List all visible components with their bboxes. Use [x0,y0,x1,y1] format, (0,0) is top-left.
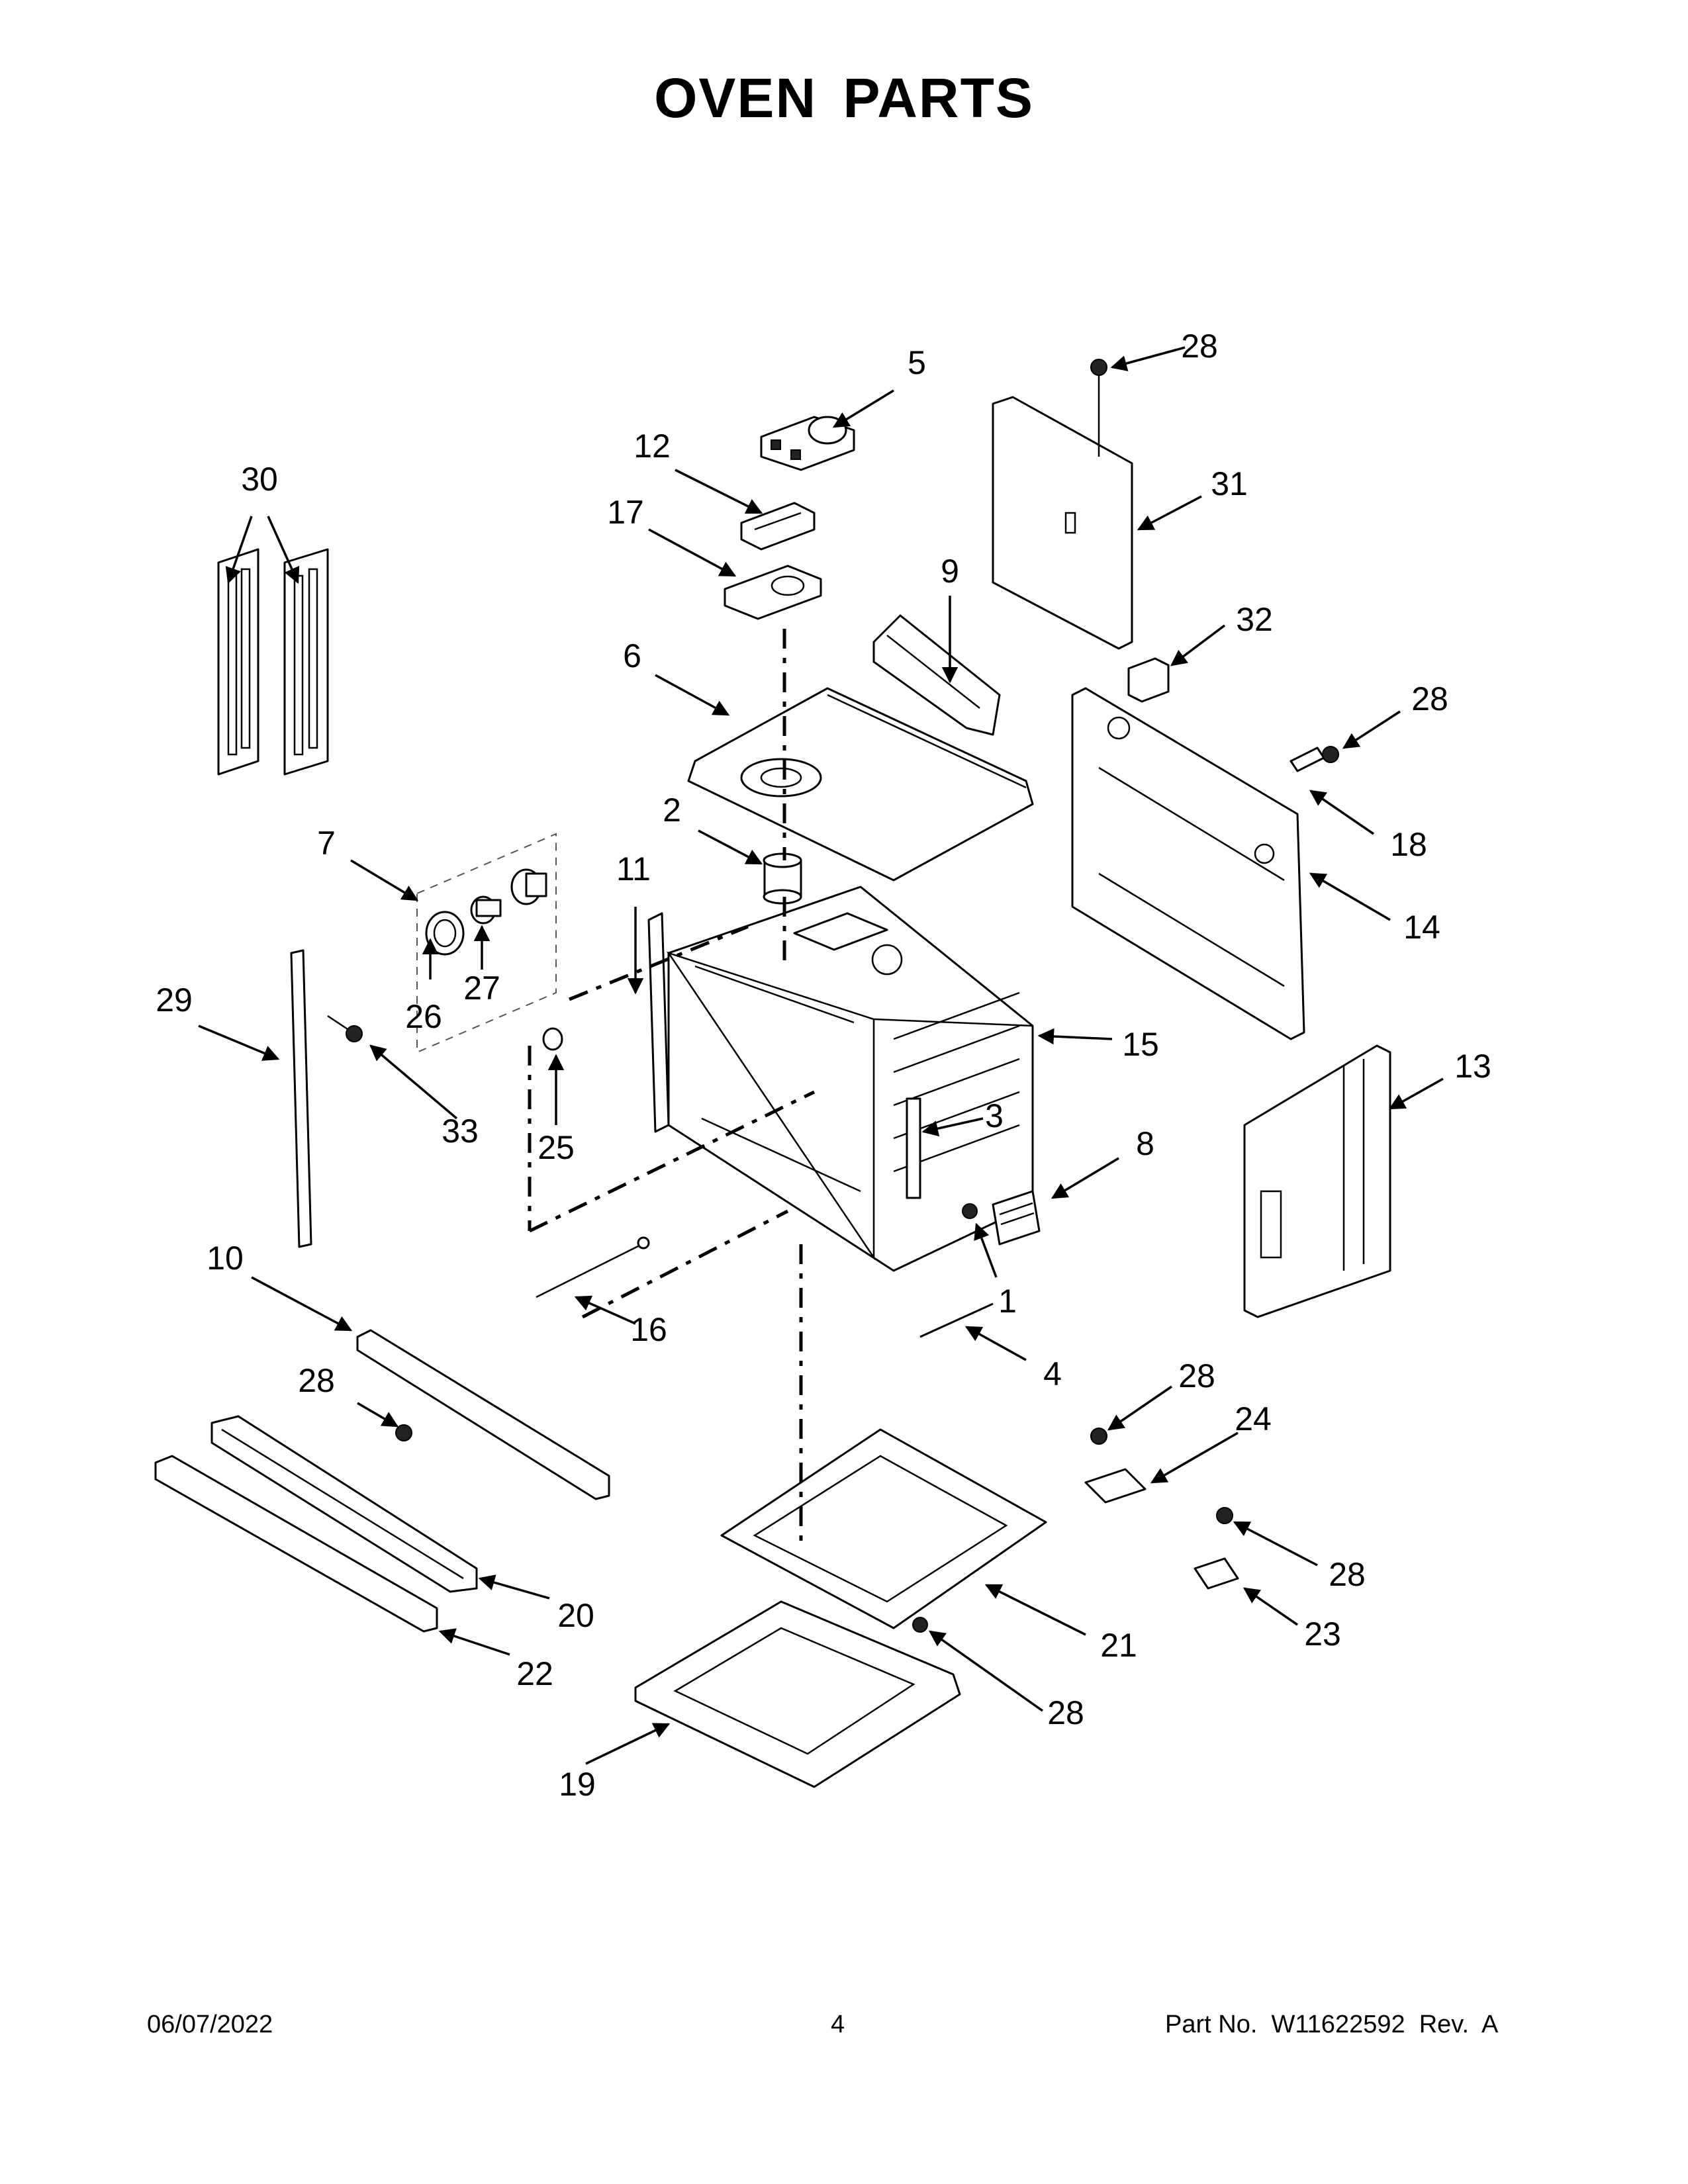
callout-29: 29 [156,981,193,1019]
part-20-rail [211,1415,478,1593]
footer-page-number: 4 [831,2011,845,2038]
callout-10: 10 [207,1240,244,1277]
part-28-screw-bottom [912,1617,928,1633]
callout-11: 11 [616,850,651,887]
assembly-lines [528,629,816,1542]
callout-14: 14 [1403,909,1440,946]
part-14-back-panel [1071,687,1305,1040]
part-23-bracket [1194,1557,1239,1590]
part-28-screw-top [1090,359,1107,457]
part-30-side-shields [217,548,329,776]
callout-7: 7 [317,825,336,862]
footer-part-number: Part No. W11622592 Rev. A [1165,2011,1499,2038]
part-4-rod [919,1302,994,1338]
part-16-sensor [536,1236,650,1298]
part-28-screw-left [395,1424,412,1441]
callout-24: 24 [1235,1400,1272,1437]
callout-13: 13 [1454,1048,1491,1085]
part-2-fan-motor [763,852,802,905]
callout-1: 1 [998,1283,1017,1320]
part-12-cover [740,502,816,551]
callout-22: 22 [516,1655,553,1692]
part-8-vent [992,1190,1041,1246]
part-28-screws-brackets [1090,1428,1233,1524]
callout-16: 16 [630,1311,667,1348]
callout-32: 32 [1236,601,1273,638]
callout-17: 17 [607,494,644,531]
part-6-top-panel [687,687,1034,882]
part-13-side-panel [1243,1044,1391,1318]
callout-31: 31 [1211,465,1248,502]
part-18-clip [1289,747,1325,772]
callout-30: 30 [241,461,278,498]
part-21-bottom-tray [720,1428,1047,1629]
callout-6: 6 [623,637,641,674]
part-28-screw-right [1322,746,1339,763]
callout-28-left: 28 [298,1362,335,1399]
part-31-rear-panel [992,396,1133,650]
part-29-trim-strip [290,949,312,1248]
part-10-bracket [356,1329,610,1500]
callout-20: 20 [557,1597,594,1634]
part-9-duct [872,614,1001,736]
oven-cavity [647,886,1034,1272]
callout-28-right: 28 [1411,680,1448,717]
callout-12: 12 [633,428,671,465]
callout-9: 9 [941,553,959,590]
callout-27: 27 [463,970,500,1007]
leader-arrows [198,346,1444,1765]
callout-15: 15 [1122,1026,1159,1063]
callout-21: 21 [1100,1627,1137,1664]
part-19-bottom-panel [634,1600,961,1788]
part-25-lamp-socket [542,1027,563,1051]
part-24-bracket [1084,1468,1147,1504]
callout-labels: 5 12 17 9 6 2 7 11 30 29 26 27 33 25 15 … [156,328,1491,1803]
callout-28-bottom: 28 [1047,1694,1084,1731]
part-5-component [760,416,855,471]
callout-25: 25 [538,1129,575,1166]
callout-28-bracket-23: 28 [1329,1556,1366,1593]
callout-28-top: 28 [1181,328,1218,365]
callout-26: 26 [405,998,442,1035]
part-33-screw [327,1015,363,1042]
callout-4: 4 [1043,1355,1062,1392]
callout-2: 2 [663,792,681,829]
part-22-trim [154,1455,438,1633]
callout-5: 5 [908,344,926,381]
callout-3: 3 [985,1097,1004,1134]
callout-19: 19 [559,1766,596,1803]
callout-23: 23 [1304,1615,1341,1653]
part-32-box [1127,657,1170,703]
callout-8: 8 [1136,1125,1154,1162]
part-17-bracket [724,565,822,620]
part-1-screw [962,1203,978,1219]
callout-33: 33 [442,1113,479,1150]
callout-18: 18 [1390,826,1427,863]
footer-date: 06/07/2022 [147,2011,273,2038]
callout-28-bracket-24: 28 [1178,1357,1215,1394]
page-title: OVEN PARTS [654,67,1034,129]
